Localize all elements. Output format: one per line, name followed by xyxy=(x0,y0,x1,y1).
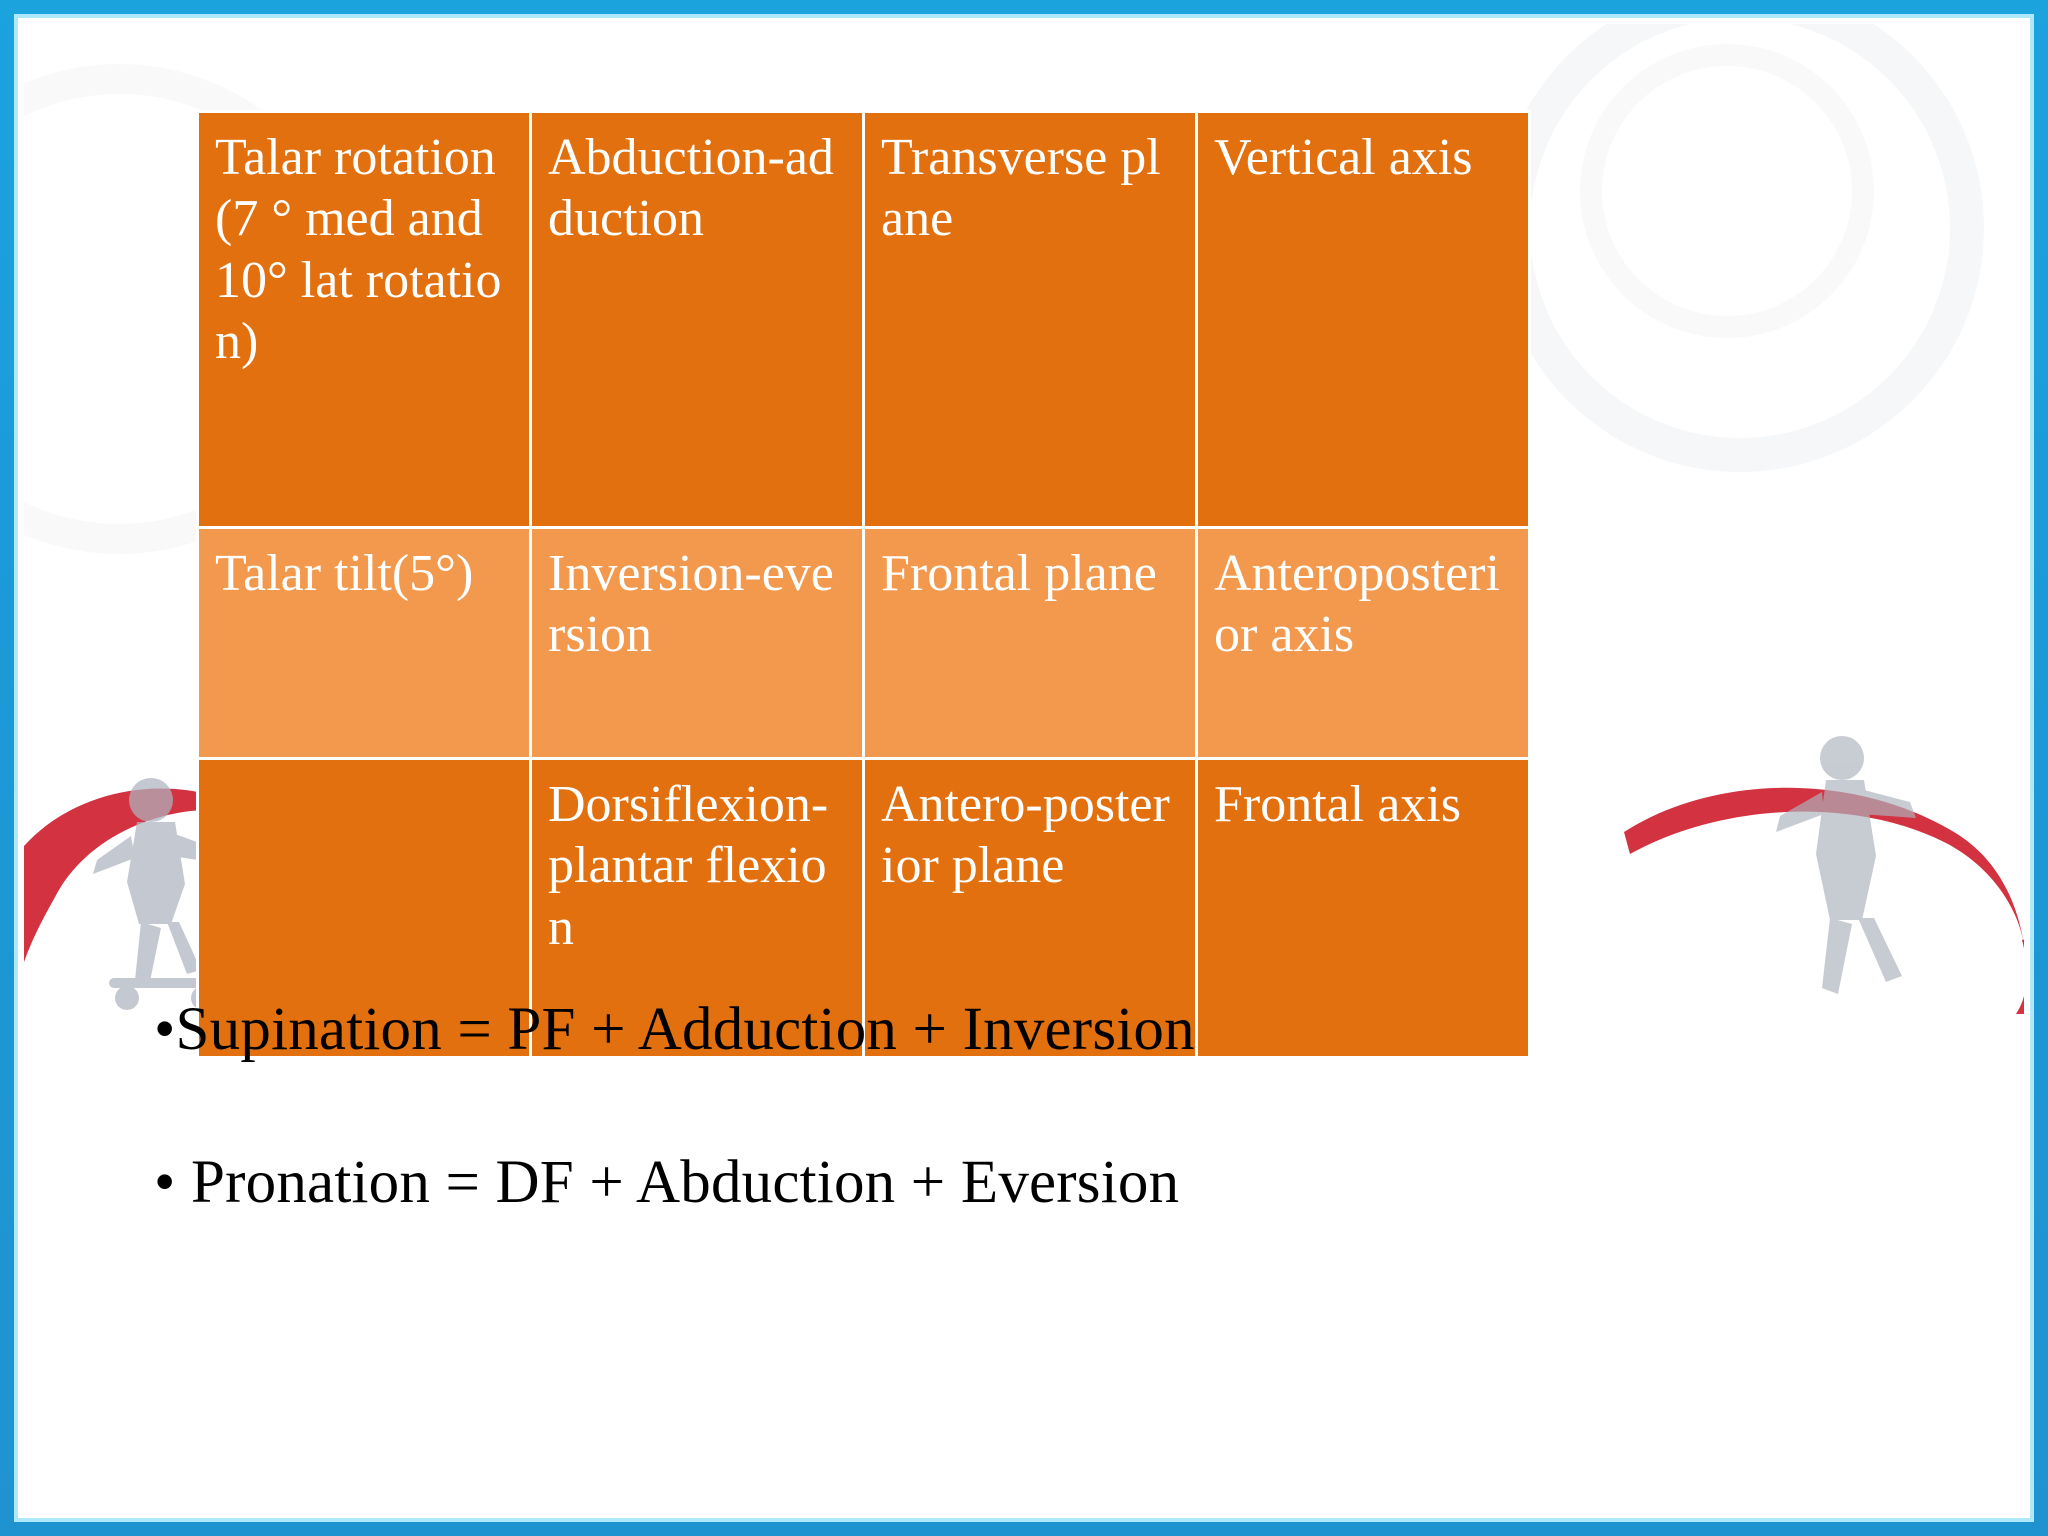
bullet-item-pronation: • Pronation = DF + Abduction + Eversion xyxy=(154,1149,1180,1216)
table-row: Talar rotation(7 ° med and 10° lat rotat… xyxy=(196,110,1531,529)
table-cell-transverse-plane: Transverse plane xyxy=(862,110,1198,529)
table-cell-anteroposterior-plane: Antero-posterior plane xyxy=(862,757,1198,1059)
table-cell-dorsiflexion-plantarflexion: Dorsiflexion-plantar flexion xyxy=(529,757,865,1059)
table-cell-vertical-axis: Vertical axis xyxy=(1195,110,1531,529)
slide-canvas: Talar rotation(7 ° med and 10° lat rotat… xyxy=(24,24,2024,1512)
table-cell-talar-tilt: Talar tilt(5°) xyxy=(196,526,532,760)
ankle-motion-table: Talar rotation(7 ° med and 10° lat rotat… xyxy=(196,110,1531,1059)
table-cell-frontal-plane: Frontal plane xyxy=(862,526,1198,760)
table-cell-anteroposterior-axis: Anteroposterior axis xyxy=(1195,526,1531,760)
table-cell-abduction-adduction: Abduction-adduction xyxy=(529,110,865,529)
athlete-silhouette-right-icon xyxy=(1776,736,1916,994)
bullet-list: •Supination = PF + Adduction + Inversion… xyxy=(154,999,1854,1213)
table-cell-frontal-axis: Frontal axis xyxy=(1195,757,1531,1059)
bullet-item-supination: •Supination = PF + Adduction + Inversion xyxy=(154,996,1195,1063)
circle-watermark-top-right-icon xyxy=(1496,24,1984,472)
circle-watermark-top-right-small-icon xyxy=(1580,44,1874,338)
table-row: Talar tilt(5°) Inversion-eversion Fronta… xyxy=(196,526,1531,760)
kinematics-table-container: Talar rotation(7 ° med and 10° lat rotat… xyxy=(196,110,1531,1059)
table-cell-empty xyxy=(196,757,532,1059)
table-cell-inversion-eversion: Inversion-eversion xyxy=(529,526,865,760)
red-swoosh-right-icon xyxy=(1624,787,2024,1014)
table-cell-talar-rotation: Talar rotation(7 ° med and 10° lat rotat… xyxy=(196,110,532,529)
table-row: Dorsiflexion-plantar flexion Antero-post… xyxy=(196,757,1531,1059)
